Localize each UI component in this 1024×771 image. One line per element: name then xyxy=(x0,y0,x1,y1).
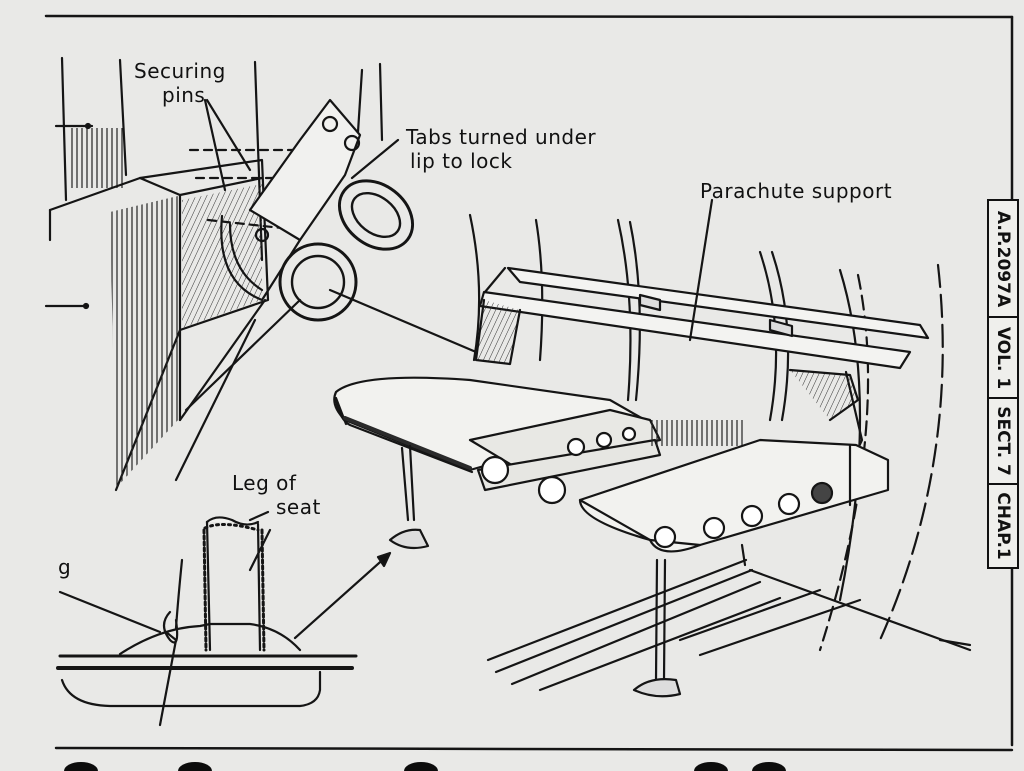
binder-hole xyxy=(178,762,212,771)
tab-chap-text: CHAP.1 xyxy=(993,492,1013,560)
binder-hole xyxy=(752,762,786,771)
tabs-label: Tabs turned under xyxy=(406,125,597,149)
binder-hole xyxy=(694,762,728,771)
leg-of-seat-label-line2: seat xyxy=(276,495,321,519)
leg-of-seat-detail xyxy=(56,510,358,727)
reference-tab: A.P.2097A VOL. 1 SECT. 7 CHAP.1 xyxy=(987,199,1019,569)
edge-mark: g xyxy=(58,555,72,579)
tab-cell-vol: VOL. 1 xyxy=(989,318,1017,399)
tab-cell-ap: A.P.2097A xyxy=(989,201,1017,318)
binder-hole xyxy=(404,762,438,771)
parachute-support-label: Parachute support xyxy=(700,179,893,203)
tabs-label-line2: lip to lock xyxy=(410,149,513,173)
tab-cell-sect: SECT. 7 xyxy=(989,399,1017,485)
securing-pins-detail xyxy=(44,56,478,492)
leg-of-seat-label: Leg of xyxy=(232,471,297,495)
securing-pins-label: Securing xyxy=(134,59,226,83)
securing-pins-label-line2: pins xyxy=(162,83,206,107)
tab-ap-text: A.P.2097A xyxy=(993,210,1013,307)
seat-assembly xyxy=(293,198,972,698)
tab-sect-text: SECT. 7 xyxy=(993,406,1013,476)
tab-vol-text: VOL. 1 xyxy=(993,326,1013,389)
binder-hole xyxy=(64,762,98,771)
tab-cell-chap: CHAP.1 xyxy=(989,485,1017,567)
